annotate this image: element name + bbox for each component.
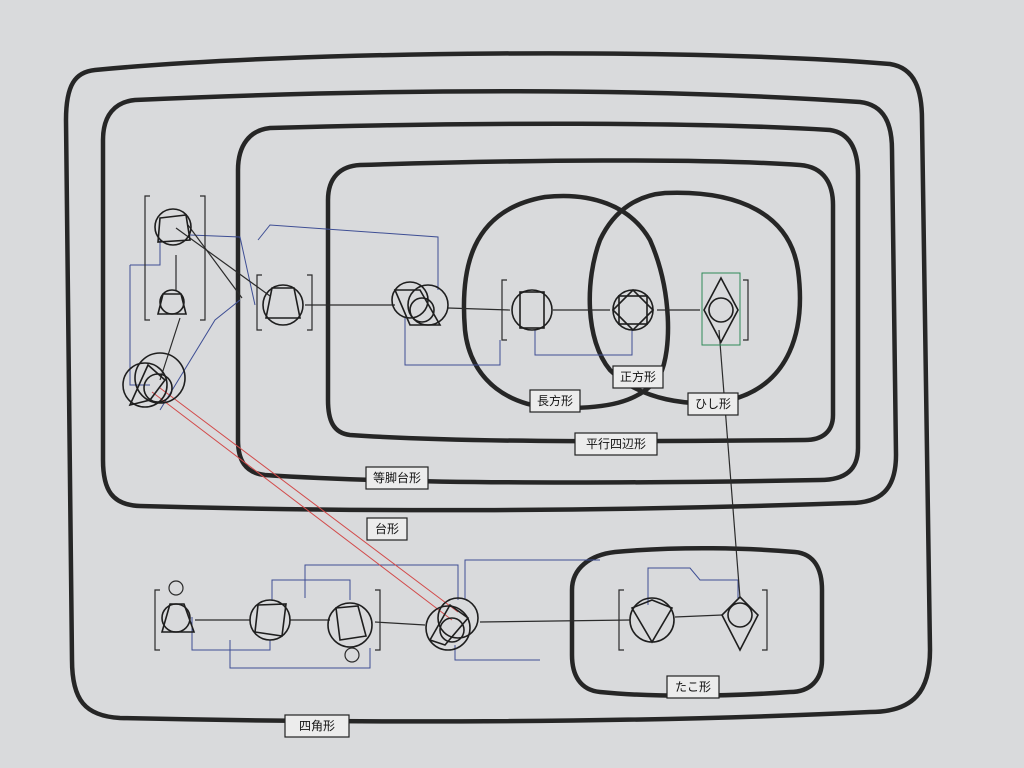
label-rhombus: ひし形 — [687, 392, 739, 416]
label-trapezoid: 台形 — [366, 517, 408, 541]
label-rectangle-text: 長方形 — [537, 393, 573, 408]
symbol-trapezoid-bottom-left — [160, 580, 196, 633]
symbol-rectangle — [511, 289, 553, 331]
label-quadrilateral: 四角形 — [284, 714, 350, 738]
label-isosceles-trapezoid: 等脚台形 — [365, 466, 429, 490]
symbol-isosceles-trapezoid — [262, 284, 304, 326]
symbol-kite-inscribed — [629, 597, 675, 644]
region-quadrilateral — [63, 51, 933, 724]
blue-connectors — [129, 224, 739, 669]
symbol-cyclic-bottom-2 — [327, 602, 373, 663]
region-isosceles-trapezoid — [235, 121, 861, 485]
symbol-cyclic-bottom-1 — [249, 599, 291, 641]
label-kite: たこ形 — [666, 675, 720, 699]
label-rhombus-text: ひし形 — [695, 397, 731, 411]
label-isosceles-trapezoid-text: 等脚台形 — [373, 470, 421, 485]
label-parallelogram: 平行四辺形 — [574, 432, 658, 456]
label-kite-text: たこ形 — [675, 680, 711, 694]
symbol-cyclic-quadrilateral-top-left — [154, 208, 192, 246]
region-kite — [569, 545, 825, 698]
symbol-overlapping-circles-bottom — [425, 597, 479, 651]
region-rectangle — [461, 193, 671, 411]
brackets — [144, 195, 768, 651]
symbol-rhombus — [701, 272, 741, 346]
symbol-square — [611, 288, 655, 332]
label-parallelogram-text: 平行四辺形 — [586, 437, 646, 451]
red-connectors — [151, 387, 459, 621]
symbol-kite — [721, 595, 759, 652]
region-trapezoid — [100, 88, 899, 513]
label-quadrilateral-text: 四角形 — [299, 719, 335, 733]
label-rectangle: 長方形 — [529, 389, 581, 413]
label-square-text: 正方形 — [620, 369, 656, 384]
black-connectors — [159, 224, 741, 626]
symbol-overlapping-circles-left — [122, 352, 186, 408]
region-parallelogram — [325, 158, 836, 444]
symbol-trapezoid-small-left — [156, 289, 188, 315]
symbol-parallelogram — [391, 281, 449, 326]
label-trapezoid-text: 台形 — [375, 521, 399, 536]
label-square: 正方形 — [612, 365, 664, 389]
